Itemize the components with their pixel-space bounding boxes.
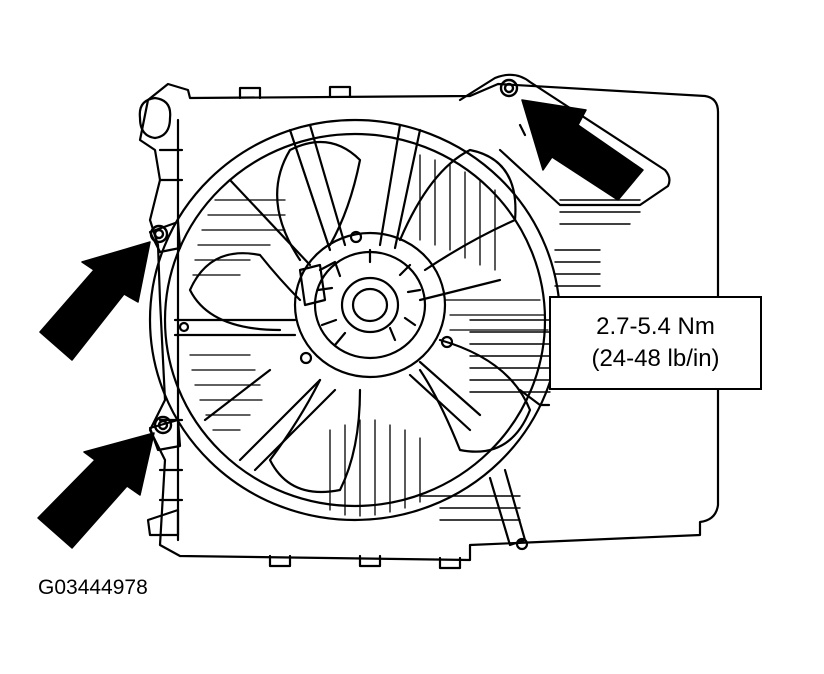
mounting-bolts <box>149 78 519 435</box>
figure-id: G03444978 <box>38 576 148 599</box>
fan-blades <box>188 140 532 494</box>
radiator-core <box>138 82 720 570</box>
bolt-upper-left <box>149 224 169 244</box>
callout-leader <box>518 388 551 407</box>
radiator-fins <box>419 199 641 521</box>
arrow-upper-right <box>521 99 644 201</box>
fan-motor-hub <box>178 230 529 551</box>
shroud-grille <box>189 154 549 517</box>
bolt-upper-right <box>499 78 519 98</box>
torque-imperial: (24-48 lb/in) <box>591 345 720 372</box>
bolt-lower-left <box>153 415 173 435</box>
arrow-lower-left <box>37 432 155 549</box>
shroud-struts <box>173 123 502 472</box>
torque-metric: 2.7-5.4 Nm <box>596 313 715 340</box>
torque-spec-callout: 2.7-5.4 Nm (24-48 lb/in) <box>549 296 762 390</box>
pointer-arrows <box>37 99 644 549</box>
arrow-upper-left <box>39 241 151 361</box>
